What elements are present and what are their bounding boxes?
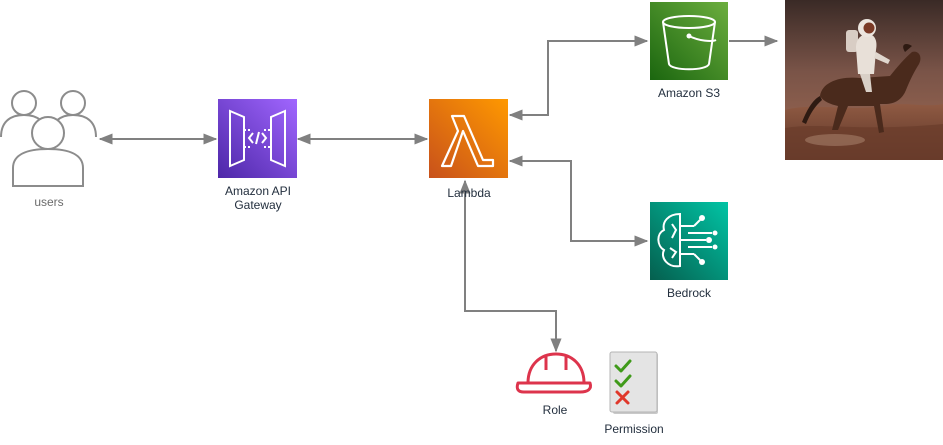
lambda-label: Lambda	[447, 186, 491, 200]
s3-bucket-icon[interactable]	[650, 2, 728, 80]
connectors	[98, 35, 779, 353]
permission-label: Permission	[604, 422, 664, 436]
edge-lambda-role	[459, 179, 562, 353]
users-group-icon	[0, 90, 97, 187]
api-gateway-label: Amazon API Gateway	[224, 184, 292, 212]
users-label: users	[34, 195, 64, 209]
bedrock-label: Bedrock	[666, 286, 712, 300]
hard-hat-icon[interactable]	[515, 352, 592, 394]
s3-label: Amazon S3	[657, 86, 721, 100]
astronaut-on-horse-image	[785, 0, 943, 160]
role-label: Role	[542, 403, 568, 417]
lambda-icon[interactable]	[429, 99, 508, 178]
edge-lambda-bedrock	[508, 155, 649, 247]
api-gateway-icon[interactable]	[218, 99, 297, 178]
bedrock-brain-icon[interactable]	[650, 202, 728, 280]
edge-lambda-s3	[508, 35, 649, 121]
checklist-icon[interactable]	[609, 351, 658, 414]
